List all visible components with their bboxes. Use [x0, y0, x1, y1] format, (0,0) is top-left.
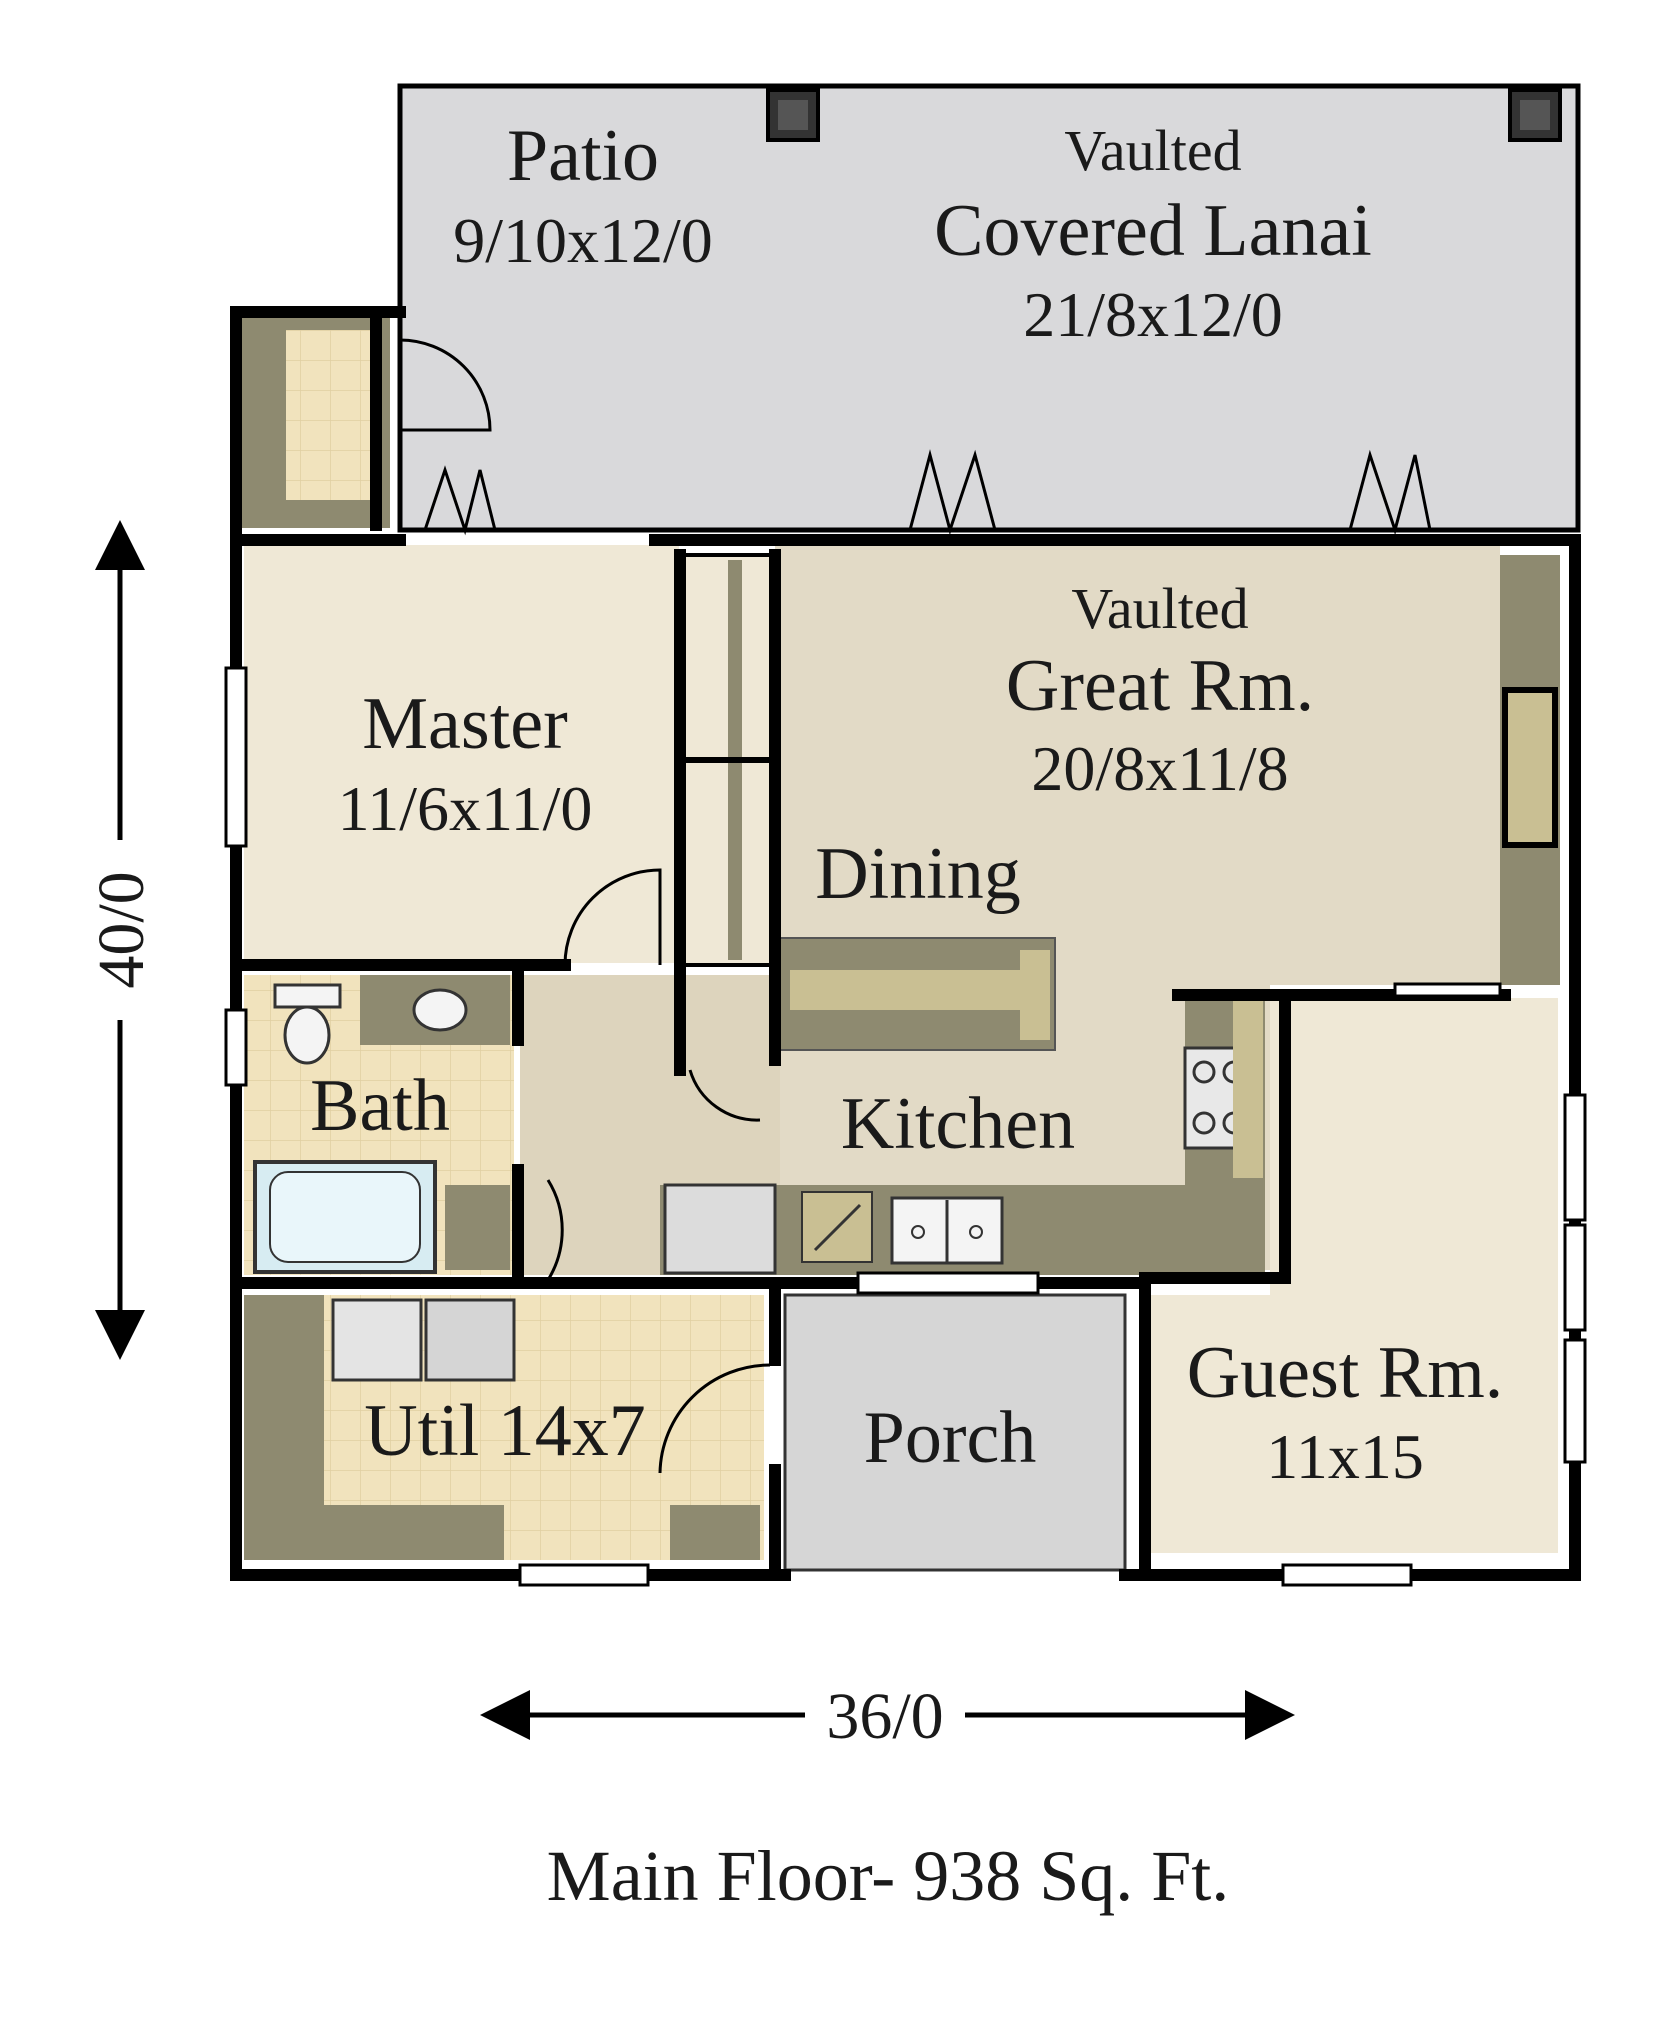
great-room-label: Great Rm.: [1006, 645, 1314, 727]
master-label: Master: [362, 683, 568, 765]
dryer: [424, 1298, 516, 1382]
util-cabinet-right: [670, 1505, 760, 1560]
patio-label: Patio: [507, 115, 659, 197]
guest-closet-upper: [1150, 1295, 1270, 1553]
guest-room-size: 11x15: [1266, 1421, 1424, 1492]
floor-caption: Main Floor- 938 Sq. Ft.: [547, 1836, 1230, 1916]
guest-room-label: Guest Rm.: [1187, 1332, 1504, 1414]
lanai-label: Covered Lanai: [934, 190, 1372, 272]
great-room-size: 20/8x11/8: [1031, 733, 1288, 804]
dining-label: Dining: [815, 833, 1021, 915]
toilet-tank: [273, 983, 342, 1009]
bath-label: Bath: [310, 1065, 450, 1147]
master-size: 11/6x11/0: [338, 773, 593, 844]
refrigerator: [663, 1183, 777, 1275]
bath-sink: [412, 988, 468, 1032]
washer: [331, 1298, 423, 1382]
great-room-note: Vaulted: [1071, 576, 1248, 641]
master-floor: [244, 545, 679, 963]
depth-dimension: 40/0: [85, 871, 158, 988]
util-label: Util 14x7: [364, 1390, 646, 1472]
swing-doors: [399, 338, 771, 1474]
storage-closet-tile: [286, 330, 376, 500]
porch-label: Porch: [864, 1397, 1037, 1479]
toilet-bowl: [283, 1005, 331, 1065]
guest-floor: [1270, 998, 1558, 1553]
porch-floor: [783, 1293, 1127, 1572]
lanai-floor: [397, 83, 1581, 533]
lanai-size: 21/8x12/0: [1023, 279, 1283, 350]
windows: [224, 666, 1587, 1587]
kitchen-label: Kitchen: [841, 1083, 1075, 1165]
util-cabinet-left: [244, 1295, 324, 1560]
patio-size: 9/10x12/0: [453, 205, 713, 276]
fireplace: [1502, 687, 1558, 848]
width-dimension: 36/0: [826, 1680, 943, 1753]
lanai-doors: [423, 449, 1432, 536]
lanai-note: Vaulted: [1064, 118, 1241, 183]
util-cabinet-bottom: [324, 1505, 504, 1560]
